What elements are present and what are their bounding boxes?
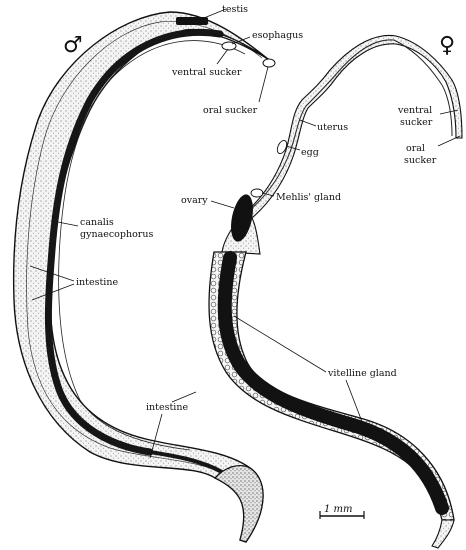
label-ovary: ovary <box>181 195 208 206</box>
label-female-oral: oral <box>406 143 425 154</box>
label-testis: testis <box>222 4 248 15</box>
female-oral-sucker-leader <box>438 136 460 146</box>
male-symbol: ♂ <box>63 33 83 58</box>
label-vitelline-gland: vitelline gland <box>327 368 397 379</box>
label-female-oral-sucker: sucker <box>404 155 437 166</box>
label-oral-sucker: oral sucker <box>203 105 258 116</box>
label-gynaecophorus: gynaecophorus <box>80 229 153 240</box>
label-uterus: uterus <box>317 122 348 133</box>
vitelline-gland-organ <box>225 258 442 508</box>
label-intestine-upper: intestine <box>76 277 118 288</box>
female-symbol: ♀ <box>439 33 455 58</box>
ovary-leader <box>211 201 234 208</box>
male-tail <box>215 466 263 542</box>
scale-bar-label: 1 mm <box>324 504 353 515</box>
label-ventral-sucker: ventral sucker <box>171 67 242 78</box>
female-tail <box>432 520 454 548</box>
scale-bar: 1 mm <box>320 504 364 519</box>
oral-sucker-leader <box>259 67 268 102</box>
ventral-sucker-leader <box>217 49 228 64</box>
label-egg: egg <box>301 147 319 158</box>
label-intestine-lower: intestine <box>146 402 188 413</box>
label-female-ventral-sucker: sucker <box>400 117 433 128</box>
label-mehlis-gland: Mehlis' gland <box>276 192 341 203</box>
label-esophagus: esophagus <box>252 30 303 41</box>
male-oral-sucker <box>263 59 275 67</box>
label-female-ventral: ventral <box>397 105 432 116</box>
intestine-lower-leader-a <box>172 392 196 402</box>
testis-organ <box>176 17 208 25</box>
label-canalis: canalis <box>80 217 114 228</box>
mehlis-gland-organ <box>251 189 263 197</box>
